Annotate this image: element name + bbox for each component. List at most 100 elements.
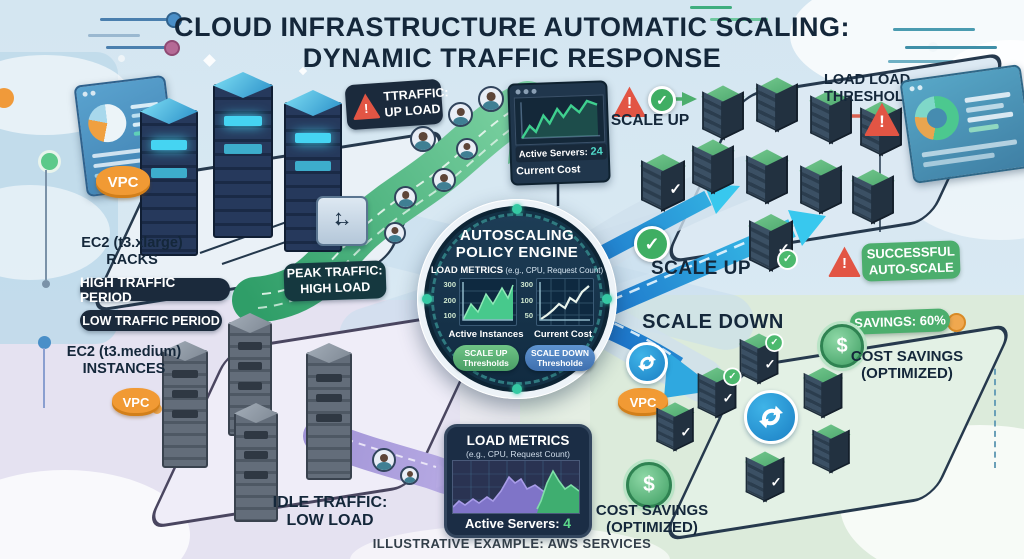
speed-line xyxy=(690,6,732,9)
server-cube xyxy=(851,169,895,225)
warning-icon xyxy=(613,86,646,118)
scale-up-mid-label: SCALE UP xyxy=(650,258,752,279)
user-avatar-icon xyxy=(456,138,478,160)
server-cube xyxy=(799,159,843,215)
user-avatar-icon xyxy=(478,86,504,112)
dashed-stem xyxy=(994,348,996,468)
deco-dot xyxy=(42,280,50,288)
panel-line xyxy=(921,139,1018,158)
scale-up-top-label: SCALE UP xyxy=(610,112,690,129)
refresh-icon xyxy=(744,390,798,444)
savings-pill: SAVINGS: 60% xyxy=(849,308,951,335)
active-servers-value: 24 xyxy=(590,145,603,158)
ec2-medium-label: EC2 (t3.medium) INSTANCES xyxy=(66,344,182,377)
server-cube-checked: ✓ xyxy=(696,367,742,419)
vpc-cloud: VPC xyxy=(87,166,157,198)
title-line1: CLOUD INFRASTRUCTURE AUTOMATIC SCALING: xyxy=(174,12,850,42)
speed-line xyxy=(888,60,954,63)
check-icon xyxy=(648,86,676,114)
engine-title-line1: AUTOSCALING xyxy=(459,227,575,244)
user-avatar-icon xyxy=(432,168,456,192)
warning-icon xyxy=(351,92,381,121)
speed-line xyxy=(106,46,168,49)
cost-savings-label: COST SAVINGS (OPTIMIZED) xyxy=(850,348,964,383)
speed-dot xyxy=(118,55,125,62)
current-cost-chart xyxy=(536,278,594,326)
dashboard-panel-right xyxy=(899,64,1024,184)
server-rack-idle xyxy=(162,350,208,468)
window-dot xyxy=(515,89,521,95)
user-avatar-icon xyxy=(448,102,473,127)
window-dot xyxy=(531,88,537,94)
window-dot xyxy=(90,90,96,96)
speed-line xyxy=(905,46,997,49)
scale-down-threshold-button: SCALE DOWN Thresholde xyxy=(525,345,595,371)
window-dot xyxy=(909,85,915,92)
server-cube-checked: ✓ xyxy=(744,451,786,503)
speed-line xyxy=(100,18,172,21)
server-cube-checked: ✓ xyxy=(655,402,695,452)
refresh-icon xyxy=(626,342,668,384)
server-cube xyxy=(811,424,851,474)
current-cost-label: Current Cost xyxy=(516,163,581,178)
load-metrics-panel: LOAD METRICS (e.g., CPU, Request Count) … xyxy=(444,424,592,538)
title-line2: DYNAMIC TRAFFIC RESPONSE xyxy=(302,43,722,74)
success-pill: SUCCESSFUL AUTO-SCALE xyxy=(861,240,961,282)
deco-dot xyxy=(38,336,51,349)
page-title: CLOUD INFRASTRUCTURE AUTOMATIC SCALING: … xyxy=(0,12,1024,74)
current-cost-label: Current Cost xyxy=(533,329,593,340)
server-cube xyxy=(745,149,789,205)
server-cube xyxy=(809,89,853,145)
deco-dot xyxy=(0,88,14,108)
idle-traffic-label: IDLE TRAFFIC: LOW LOAD xyxy=(272,494,388,530)
metrics-subtitle: (e.g., CPU, Request Count) xyxy=(466,449,570,459)
active-instances-label: Active Instances xyxy=(448,329,524,340)
deco-stem xyxy=(45,170,47,280)
deco-dot xyxy=(38,150,61,173)
deco-stem xyxy=(43,348,45,408)
server-cube xyxy=(701,85,745,141)
traffic-up-warning: TTRAFFIC: UP LOAD xyxy=(344,78,449,131)
monitor-panel: Active Servers: 24 Current Cost xyxy=(507,80,611,186)
peak-traffic-pill: PEAK TRAFFIC: HIGH LOAD xyxy=(283,260,387,302)
active-servers-value: 4 xyxy=(563,515,572,531)
check-icon xyxy=(634,226,670,262)
window-dot xyxy=(523,89,529,95)
speed-line xyxy=(88,34,140,37)
engine-title-line2: POLICY ENGINE xyxy=(455,244,579,261)
server-rack-idle xyxy=(234,412,278,522)
server-cube xyxy=(755,77,799,133)
vpc-cloud: VPC xyxy=(103,388,167,416)
pie-chart-icon xyxy=(86,102,129,145)
load-threshold-label: LOAD LOAD THRESHOLD xyxy=(824,72,915,105)
user-avatar-icon xyxy=(372,448,396,472)
warning-icon xyxy=(864,102,900,137)
traffic-up-line2: UP LOAD xyxy=(384,102,441,120)
cost-savings-label: COST SAVINGS (OPTIMIZED) xyxy=(595,502,709,537)
speed-dot xyxy=(166,12,182,28)
load-chart xyxy=(452,460,580,514)
user-avatar-icon xyxy=(410,126,436,152)
user-avatar-icon xyxy=(400,466,419,485)
window-dot xyxy=(82,91,88,97)
engine-metrics-caption: LOAD METRICS (e.g., CPU, Request Count) xyxy=(430,265,604,276)
server-rack-idle xyxy=(306,352,352,480)
ec2-xlarge-label: EC2 (t3.xlarge) RACKS xyxy=(81,235,183,268)
metrics-title: LOAD METRICS xyxy=(466,433,570,448)
panel-line xyxy=(965,102,1005,113)
active-servers-label: Active Servers: xyxy=(464,516,560,531)
speed-line xyxy=(710,18,768,21)
scale-down-label: SCALE DOWN xyxy=(642,311,784,333)
panel-line xyxy=(968,123,999,133)
panel-line xyxy=(967,111,1014,123)
server-cube-checked: ✓ xyxy=(738,333,784,385)
panel-line xyxy=(964,91,1011,104)
server-cube xyxy=(802,367,844,419)
router-icon: ↔↔ xyxy=(316,196,368,246)
active-instances-chart xyxy=(459,278,517,326)
footer-caption: ILLUSTRATIVE EXAMPLE: AWS SERVICES xyxy=(372,536,652,551)
speed-line xyxy=(893,28,975,31)
